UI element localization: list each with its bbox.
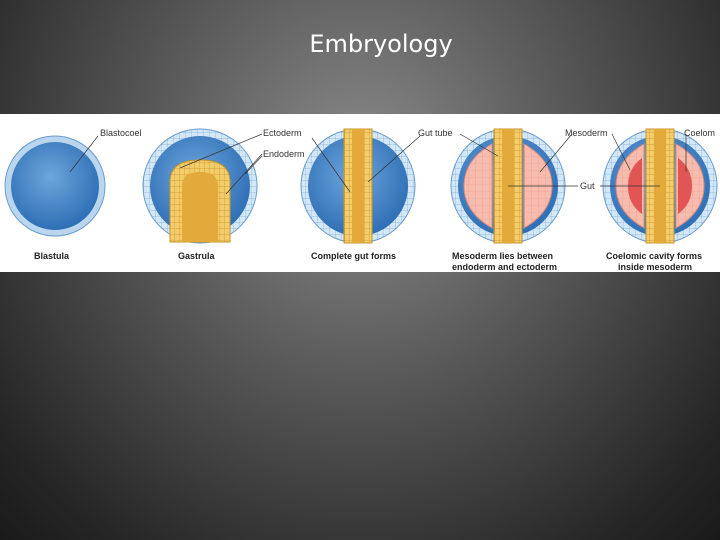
- embryology-figure: Blastocoel Ectoderm Endoderm Gut tube Me…: [0, 114, 720, 272]
- slide-title: Embryology: [309, 30, 453, 58]
- stage-mesoderm: [450, 128, 578, 244]
- caption-gastrula: Gastrula: [178, 251, 216, 261]
- caption-coelom-line2: inside mesoderm: [618, 262, 692, 272]
- label-mesoderm: Mesoderm: [565, 128, 608, 138]
- stage-blastula: [4, 135, 106, 237]
- stage-complete-gut: [300, 128, 421, 244]
- label-endoderm: Endoderm: [263, 149, 305, 159]
- label-coelom: Coelom: [684, 128, 715, 138]
- caption-complete-gut: Complete gut forms: [311, 251, 396, 261]
- caption-blastula: Blastula: [34, 251, 70, 261]
- caption-mesoderm-line1: Mesoderm lies between: [452, 251, 553, 261]
- stage-gastrula: [142, 128, 263, 244]
- label-gut-tube: Gut tube: [418, 128, 453, 138]
- caption-coelom-line1: Coelomic cavity forms: [606, 251, 702, 261]
- label-ectoderm: Ectoderm: [263, 128, 302, 138]
- label-gut: Gut: [580, 181, 595, 191]
- label-blastocoel: Blastocoel: [100, 128, 142, 138]
- stage-coelom: [600, 128, 718, 244]
- caption-mesoderm-line2: endoderm and ectoderm: [452, 262, 557, 272]
- embryo-stages-diagram: Blastocoel Ectoderm Endoderm Gut tube Me…: [4, 128, 718, 272]
